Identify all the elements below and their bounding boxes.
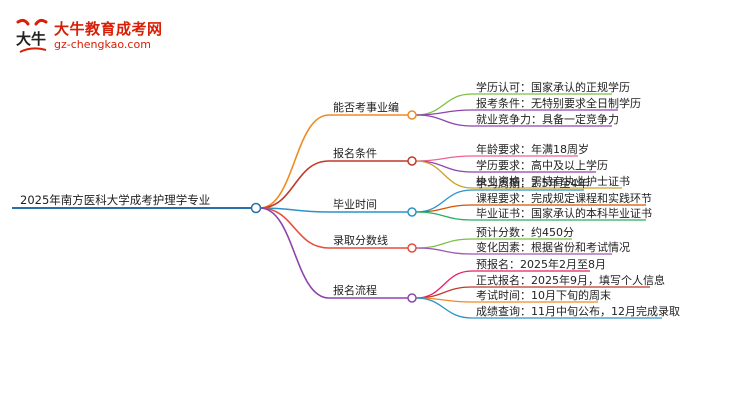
leaf-edge — [415, 270, 473, 299]
logo-glyph: 大牛 — [16, 30, 46, 48]
leaf-label: 报考条件：无特别要求全日制学历 — [476, 96, 641, 110]
brand-logo[interactable]: 大牛 大牛教育成考网 gz-chengkao.com — [14, 16, 164, 56]
branch-label: 毕业时间 — [333, 198, 377, 211]
leaf-label: 学历要求：高中及以上学历 — [476, 158, 608, 172]
leaf-label: 学习周期：2.5年至4年 — [476, 176, 589, 190]
bull-logo-icon: 大牛 — [16, 18, 48, 53]
leaf-edge — [415, 238, 473, 249]
leaf-edge — [415, 211, 473, 221]
branch-node-circle[interactable] — [407, 243, 417, 253]
branch-label: 报名流程 — [333, 283, 377, 297]
leaf-label: 考试时间：10月下旬的周末 — [476, 288, 611, 302]
leaf-label: 预报名：2025年2月至8月 — [476, 257, 606, 271]
leaf-label: 年龄要求：年满18周岁 — [476, 142, 589, 156]
leaf-label: 正式报名：2025年9月，填写个人信息 — [476, 273, 665, 287]
branch-node-circle[interactable] — [407, 207, 417, 217]
leaf-label: 成绩查询：11月中旬公布，12月完成录取 — [476, 304, 680, 318]
branch-edge — [259, 207, 330, 249]
leaf-label: 毕业证书：国家承认的本科毕业证书 — [476, 206, 652, 220]
leaf-edge — [415, 155, 473, 162]
branch-label: 能否考事业编 — [333, 100, 399, 114]
branch-edge — [259, 160, 330, 209]
leaf-edge — [415, 114, 473, 127]
branch-node-circle[interactable] — [407, 156, 417, 166]
mindmap-nodes: 2025年南方医科大学成考护理学专业 能否考事业编 学历认可：国家承认的正规学历报考… — [20, 80, 680, 318]
mindmap-edges — [12, 93, 662, 319]
branch-node-circle[interactable] — [407, 110, 417, 120]
branch-label: 报名条件 — [333, 146, 377, 160]
leaf-label: 学历认可：国家承认的正规学历 — [476, 80, 630, 94]
brand-name: 大牛教育成考网 — [54, 20, 163, 38]
branch-node-circle[interactable] — [407, 293, 417, 303]
leaf-label: 就业竞争力：具备一定竞争力 — [476, 112, 619, 126]
branch-edge — [259, 207, 330, 299]
leaf-edge — [415, 297, 473, 319]
leaf-label: 执业资格：需持有执业护士证书 — [476, 174, 630, 188]
brand-url: gz-chengkao.com — [54, 38, 151, 51]
branch-label: 录取分数线 — [333, 233, 388, 247]
branch-edge — [259, 114, 330, 209]
leaf-label: 变化因素：根据省份和考试情况 — [476, 240, 630, 254]
leaf-edge — [415, 286, 473, 299]
leaf-edge — [415, 160, 473, 189]
leaf-edge — [415, 247, 473, 255]
branch-edge — [259, 207, 330, 213]
leaf-label: 预计分数：约450分 — [476, 226, 574, 239]
root-label: 2025年南方医科大学成考护理学专业 — [20, 193, 210, 207]
root-node-circle[interactable] — [250, 202, 262, 214]
leaf-label: 课程要求：完成规定课程和实践环节 — [476, 191, 652, 205]
leaf-edge — [415, 160, 473, 173]
leaf-edge — [415, 109, 473, 116]
